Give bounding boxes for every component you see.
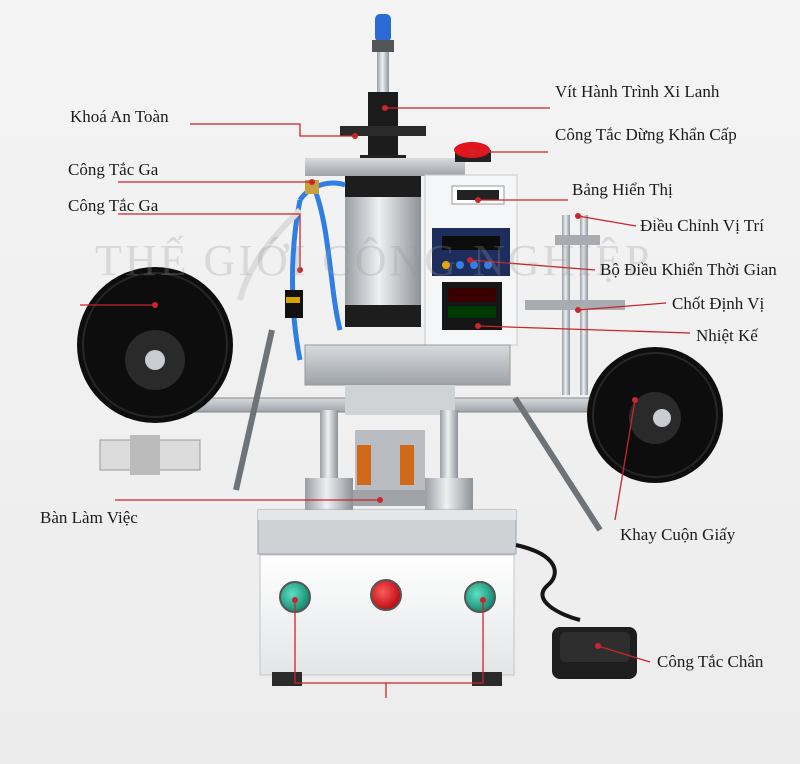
position-rails <box>525 215 625 395</box>
top-frame <box>305 158 465 176</box>
label-chot-dinh-vi: Chốt Định Vị <box>672 294 765 313</box>
label-cong-tac-chan: Công Tắc Chân <box>657 652 764 671</box>
air-hoses <box>237 180 346 361</box>
label-cong-tac-dung: Công Tắc Dừng Khẩn Cấp <box>555 125 737 144</box>
label-bang-hien-thi: Bảng Hiển Thị <box>572 180 673 199</box>
press-head <box>304 344 511 506</box>
label-bo-dieu-khien: Bộ Điều Khiển Thời Gian <box>600 260 777 279</box>
control-box <box>424 142 518 346</box>
foot-switch <box>515 543 637 679</box>
front-buttons <box>279 579 496 613</box>
leader-lines <box>80 105 691 698</box>
right-paper-reel <box>587 347 723 483</box>
cylinder-assembly <box>340 14 426 327</box>
label-nhiet-ke: Nhiệt Kế <box>696 326 758 345</box>
label-dieu-chinh-vi-tri: Điều Chỉnh Vị Trí <box>640 216 764 235</box>
watermark: THẾ GIỚI CÔNG NGHIỆP <box>95 236 653 285</box>
label-khay-cuon-giay: Khay Cuộn Giấy <box>620 525 736 544</box>
label-cong-tac-ga-2: Công Tắc Ga <box>68 196 159 215</box>
label-cong-tac-ga-1: Công Tắc Ga <box>68 160 159 179</box>
label-vit-hanh-trinh: Vít Hành Trình Xi Lanh <box>555 82 720 101</box>
label-ban-lam-viec: Bàn Làm Việc <box>40 508 138 527</box>
left-paper-reel <box>77 267 233 423</box>
label-khoa-an-toan: Khoá An Toàn <box>70 107 169 126</box>
work-table <box>257 509 517 686</box>
